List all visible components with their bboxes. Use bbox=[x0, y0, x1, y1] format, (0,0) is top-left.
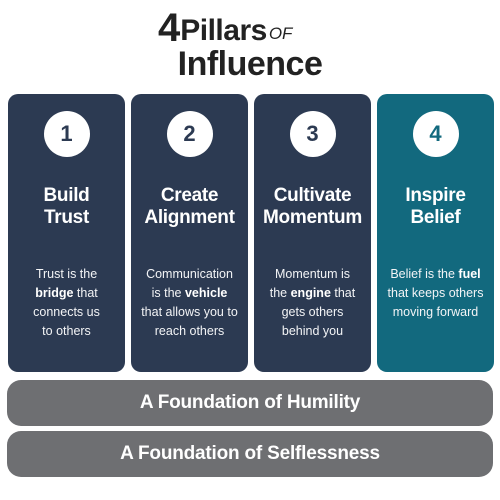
pillar-title-line-2: Belief bbox=[410, 207, 461, 228]
desc-line: Belief is the fuel bbox=[390, 267, 481, 281]
diagram-title: 4 Pillars OF Influence bbox=[0, 0, 500, 92]
pillar-title: Cultivate Momentum bbox=[254, 185, 371, 229]
pillar-title-line-2: Momentum bbox=[263, 207, 362, 228]
pillar-description: Belief is the fuel that keeps others mov… bbox=[381, 265, 490, 322]
pillar-title: Inspire Belief bbox=[377, 185, 494, 229]
desc-line: behind you bbox=[281, 324, 344, 338]
pillar-title-line-1: Build bbox=[43, 185, 90, 206]
pillar-title-line-1: Cultivate bbox=[273, 185, 352, 206]
pillar-description: Communication is the vehicle that allows… bbox=[135, 265, 244, 341]
title-line-2: Influence bbox=[177, 45, 323, 83]
pillar-number-badge: 3 bbox=[289, 111, 336, 157]
pillar-title-line-2: Alignment bbox=[144, 207, 235, 228]
pillar-1: 1 Build Trust Trust is the bridge that c… bbox=[8, 94, 125, 372]
pillar-number-badge: 1 bbox=[43, 111, 90, 157]
desc-line: connects us bbox=[33, 305, 100, 319]
title-line-1: 4 Pillars OF bbox=[158, 4, 292, 48]
desc-line: Communication bbox=[146, 267, 233, 281]
pillar-description: Momentum is the engine that gets others … bbox=[258, 265, 367, 341]
pillar-2: 2 Create Alignment Communication is the … bbox=[131, 94, 248, 372]
desc-line: Trust is the bbox=[35, 267, 98, 281]
pillar-title-line-1: Inspire bbox=[405, 185, 466, 206]
desc-line: is the vehicle bbox=[151, 286, 228, 300]
title-of: OF bbox=[268, 24, 293, 43]
pillar-3: 3 Cultivate Momentum Momentum is the eng… bbox=[254, 94, 371, 372]
pillar-title: Build Trust bbox=[8, 185, 125, 229]
desc-line: the engine that bbox=[269, 286, 356, 300]
desc-line: Momentum is bbox=[274, 267, 351, 281]
pillar-4: 4 Inspire Belief Belief is the fuel that… bbox=[377, 94, 494, 372]
desc-line: to others bbox=[42, 324, 91, 338]
pillar-number-badge: 4 bbox=[412, 111, 459, 157]
desc-line: bridge that bbox=[35, 286, 98, 300]
desc-line: moving forward bbox=[392, 305, 479, 319]
desc-line: reach others bbox=[154, 324, 225, 338]
pillar-description: Trust is the bridge that connects us to … bbox=[12, 265, 121, 341]
pillar-title-line-1: Create bbox=[160, 185, 219, 206]
pillar-title: Create Alignment bbox=[131, 185, 248, 229]
desc-line: that allows you to bbox=[141, 305, 238, 319]
foundation-humility: A Foundation of Humility bbox=[7, 380, 493, 426]
pillar-title-line-2: Trust bbox=[44, 207, 89, 228]
title-word: Pillars bbox=[180, 14, 267, 47]
title-number: 4 bbox=[158, 6, 180, 50]
desc-line: gets others bbox=[281, 305, 344, 319]
desc-line: that keeps others bbox=[387, 286, 484, 300]
foundation-selflessness: A Foundation of Selflessness bbox=[7, 431, 493, 477]
pillar-number-badge: 2 bbox=[166, 111, 213, 157]
